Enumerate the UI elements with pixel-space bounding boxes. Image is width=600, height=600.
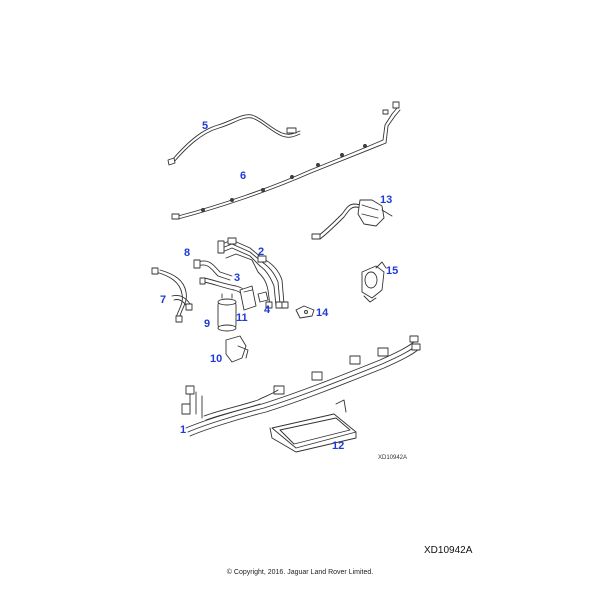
callout-11: 11 <box>236 312 248 324</box>
drawing-reference-small: XD10942A <box>378 455 408 461</box>
callout-5: 5 <box>202 120 209 132</box>
callout-2: 2 <box>258 246 265 258</box>
part-4-clip <box>257 291 269 303</box>
callout-4: 4 <box>264 304 271 316</box>
callout-7: 7 <box>160 294 167 306</box>
callout-10: 10 <box>210 353 223 365</box>
part-6-fuel-line <box>171 101 401 220</box>
part-7-hose <box>151 267 193 323</box>
callout-3: 3 <box>234 272 241 284</box>
callout-12: 12 <box>332 440 345 452</box>
part-13-valve <box>311 199 393 240</box>
callout-6: 6 <box>240 170 247 182</box>
part-12-heat-shield <box>269 399 357 453</box>
drawing-reference-large: XD10942A <box>424 545 473 556</box>
part-5-fuel-line <box>167 114 301 166</box>
callout-14: 14 <box>316 307 329 319</box>
part-14-clip <box>295 305 315 319</box>
part-2-fuel-lines <box>217 237 289 309</box>
copyright-notice: © Copyright, 2016. Jaguar Land Rover Lim… <box>226 569 374 576</box>
callout-1: 1 <box>180 424 187 436</box>
callout-9: 9 <box>204 318 211 330</box>
part-9-fuel-filter <box>217 293 237 332</box>
part-15-valve <box>361 261 387 303</box>
part-10-bracket <box>225 335 249 363</box>
callout-8: 8 <box>184 247 191 259</box>
part-1-fuel-line-assembly <box>181 335 421 437</box>
callout-15: 15 <box>386 265 399 277</box>
callout-13: 13 <box>380 194 393 206</box>
part-3-bracket <box>239 285 257 311</box>
